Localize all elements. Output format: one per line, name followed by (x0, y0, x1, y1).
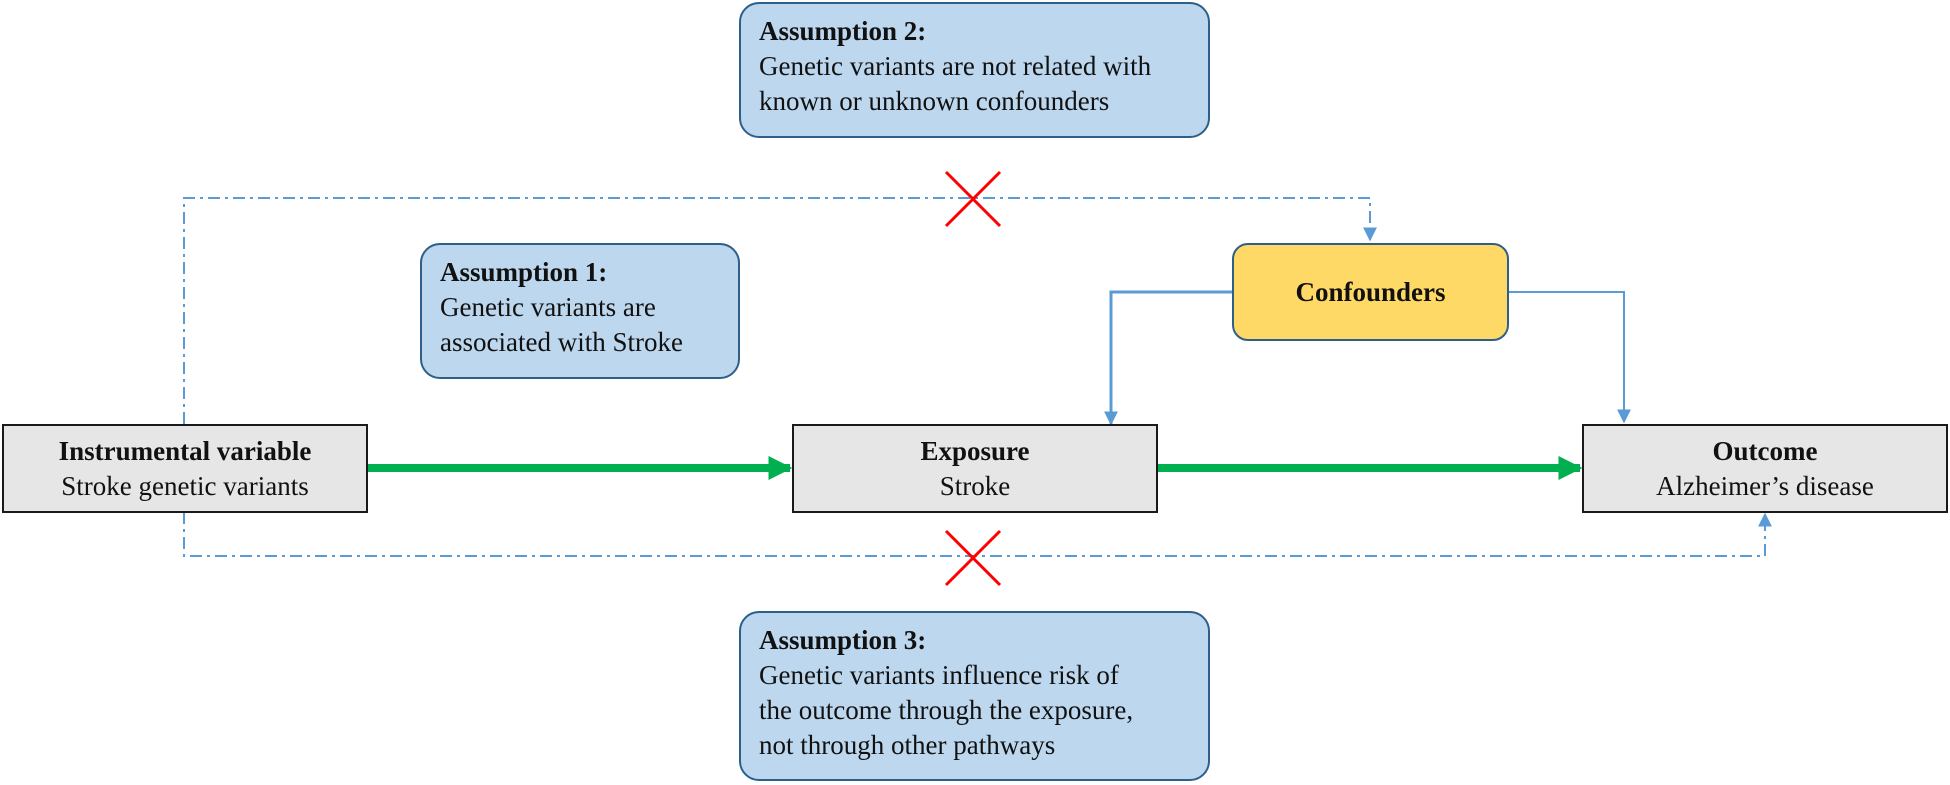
exposure-subtitle: Stroke (939, 470, 1011, 501)
assumption-1-line-2: associated with Stroke (440, 327, 683, 357)
instrumental-variable-box: Instrumental variable Stroke genetic var… (2, 424, 368, 513)
assumption-3-line-2: the outcome through the exposure, (759, 695, 1134, 725)
assumption-3-title: Assumption 3: (759, 625, 927, 655)
assumption-1-callout: Assumption 1: Genetic variants are assoc… (420, 243, 740, 379)
path-instrument-to-confounders (183, 197, 1377, 424)
instrumental-variable-title: Instrumental variable (58, 435, 312, 466)
violation-cross-top (944, 170, 1002, 228)
confounders-box: Confounders (1232, 243, 1509, 341)
exposure-box: Exposure Stroke (792, 424, 1158, 513)
arrow-confounders-to-outcome (1508, 291, 1631, 424)
assumption-2-line-1: Genetic variants are not related with (759, 51, 1152, 81)
exposure-title: Exposure (920, 435, 1030, 466)
confounders-title: Confounders (1295, 276, 1446, 307)
assumption-3-line-1: Genetic variants influence risk of (759, 660, 1119, 690)
assumption-2-callout: Assumption 2: Genetic variants are not r… (739, 2, 1210, 138)
assumption-2-title: Assumption 2: (759, 16, 927, 46)
arrow-confounders-to-exposure (1104, 290, 1233, 426)
assumption-1-title: Assumption 1: (440, 257, 608, 287)
assumption-1-line-1: Genetic variants are (440, 292, 656, 322)
outcome-box: Outcome Alzheimer’s disease (1582, 424, 1948, 513)
assumption-3-callout: Assumption 3: Genetic variants influence… (739, 611, 1210, 781)
violation-cross-bottom (944, 529, 1002, 587)
instrumental-variable-subtitle: Stroke genetic variants (61, 470, 309, 501)
assumption-3-line-3: not through other pathways (759, 730, 1056, 760)
path-instrument-to-outcome (183, 512, 1772, 557)
outcome-subtitle: Alzheimer’s disease (1656, 470, 1874, 501)
outcome-title: Outcome (1712, 435, 1818, 466)
assumption-2-line-2: known or unknown confounders (759, 86, 1110, 116)
